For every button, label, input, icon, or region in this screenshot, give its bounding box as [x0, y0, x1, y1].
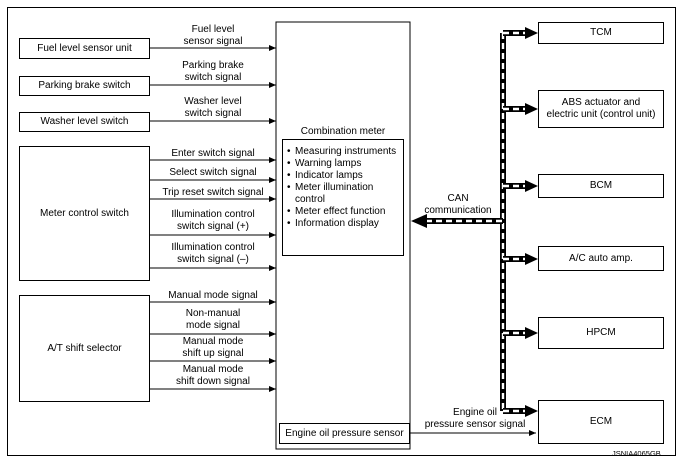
ecm-label: ECM	[589, 416, 613, 427]
meter-control-switch-label: Meter control switch	[40, 207, 129, 219]
figure-code: JSNIA4065GB	[612, 449, 661, 458]
at-shift-selector-box: A/T shift selector	[19, 295, 150, 402]
ecm-box: ECM	[538, 400, 664, 444]
washer-level-switch-box: Washer level switch	[19, 112, 150, 132]
function-item: •Measuring instruments	[287, 146, 397, 157]
trip-signal-label: Trip reset switch signal	[162, 187, 264, 198]
fuel-level-sensor-unit-box: Fuel level sensor unit	[19, 38, 150, 59]
function-item: •Warning lamps	[287, 158, 362, 169]
select-signal-label: Select switch signal	[169, 167, 257, 178]
at-shift-selector-label: A/T shift selector	[47, 342, 122, 354]
ac-auto-amp-label: A/C auto amp.	[569, 252, 633, 264]
parking-brake-switch-label: Parking brake switch	[38, 80, 131, 91]
function-item: •Indicator lamps	[287, 170, 363, 181]
hpcm-box: HPCM	[538, 317, 664, 349]
ac-auto-amp-box: A/C auto amp.	[538, 246, 664, 271]
tcm-label: TCM	[590, 27, 612, 38]
washer-level-switch-label: Washer level switch	[40, 116, 129, 127]
manual-mode-signal-label: Manual mode signal	[168, 290, 258, 301]
abs-label-line2: electric unit (control unit)	[546, 109, 656, 120]
combination-meter-title: Combination meter	[300, 126, 386, 137]
function-item: •Meter illumination control	[287, 182, 374, 205]
hpcm-label: HPCM	[586, 327, 616, 338]
engine-oil-pressure-sensor-box: Engine oil pressure sensor	[279, 423, 410, 444]
can-bus	[411, 27, 538, 417]
bcm-box: BCM	[538, 174, 664, 198]
bcm-label: BCM	[589, 180, 613, 191]
meter-control-switch-box: Meter control switch	[19, 146, 150, 281]
parking-brake-switch-box: Parking brake switch	[19, 76, 150, 96]
enter-signal-label: Enter switch signal	[171, 148, 255, 159]
function-item: •Meter effect function	[287, 206, 386, 217]
fuel-level-sensor-unit-label: Fuel level sensor unit	[37, 42, 132, 54]
tcm-box: TCM	[538, 22, 664, 44]
engine-oil-pressure-sensor-label: Engine oil pressure sensor	[285, 427, 404, 439]
meter-function-list: •Measuring instruments •Warning lamps •I…	[282, 139, 404, 256]
function-item: •Information display	[287, 218, 379, 229]
abs-label-line1: ABS actuator and	[561, 97, 641, 108]
diagram-frame	[7, 7, 676, 456]
